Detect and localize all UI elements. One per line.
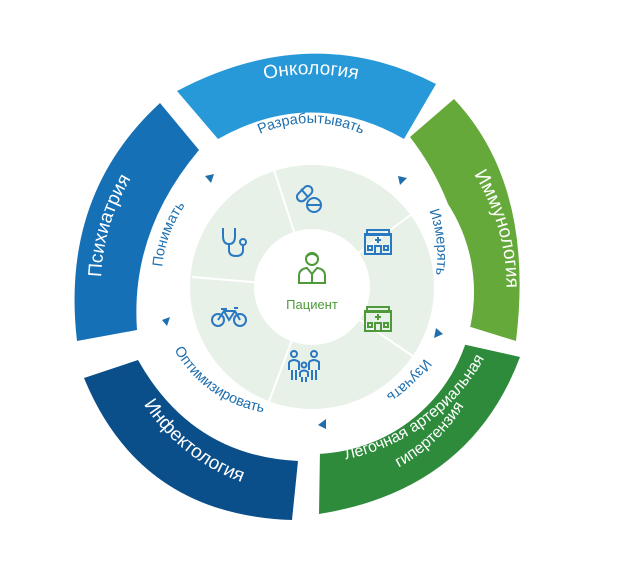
stethoscope-icon bbox=[222, 228, 247, 258]
family-icon bbox=[288, 350, 320, 382]
arrow-icon bbox=[205, 174, 214, 183]
center-label: Пациент bbox=[286, 297, 338, 312]
segment-pah bbox=[319, 344, 520, 514]
arrow-icon bbox=[434, 328, 443, 338]
arrow-icon bbox=[318, 419, 326, 429]
segment-infectology bbox=[84, 360, 298, 520]
arrow-icon bbox=[398, 176, 407, 185]
bicycle-icon bbox=[211, 307, 247, 327]
segment-oncology bbox=[177, 53, 436, 140]
center-circle bbox=[254, 229, 370, 345]
pharmacy-icon bbox=[364, 306, 392, 332]
pills-icon bbox=[295, 184, 322, 213]
segment-psychiatry bbox=[74, 103, 199, 341]
arrow-icon bbox=[162, 317, 170, 326]
hospital-icon bbox=[364, 229, 392, 255]
segment-immunology bbox=[410, 99, 520, 341]
doctor-icon bbox=[298, 252, 326, 284]
cycle-arrows bbox=[162, 174, 443, 429]
